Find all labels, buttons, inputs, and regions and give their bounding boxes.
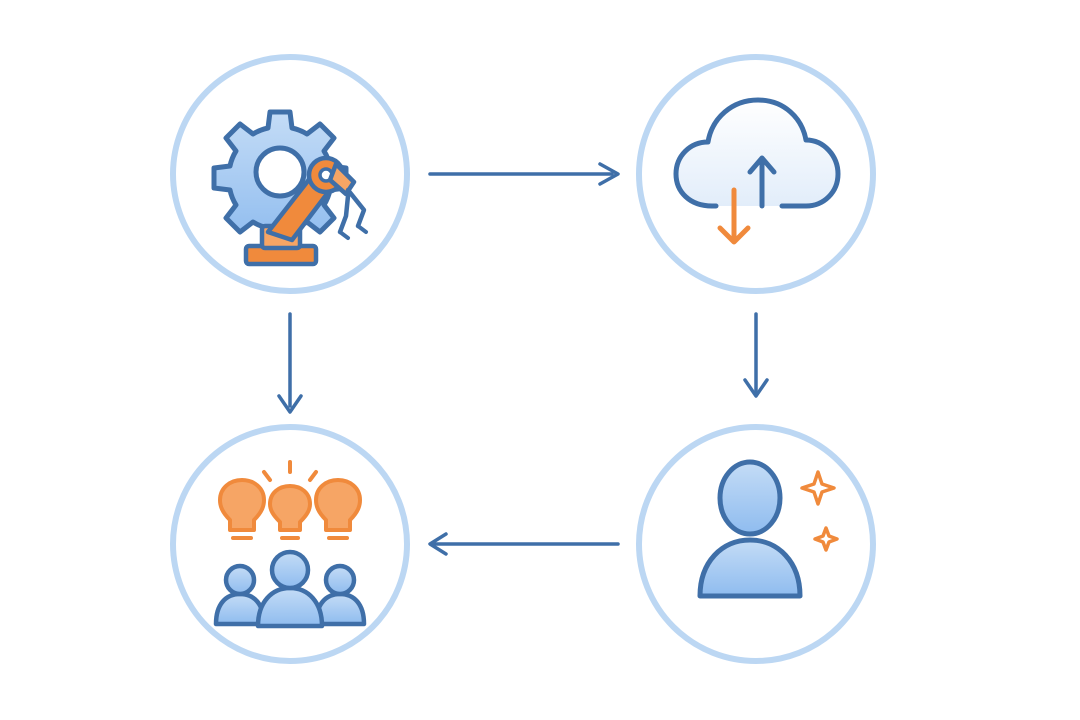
node-ideas: [170, 424, 410, 664]
node-automation: [170, 54, 410, 294]
user-sparkles-icon: [697, 459, 839, 599]
robot-arm-icon: [243, 155, 368, 267]
cloud-icon: [673, 97, 841, 209]
lightbulb-icon: [314, 478, 362, 540]
download-arrow-icon: [717, 187, 751, 245]
light-rays-icon: [262, 460, 318, 482]
upload-arrow-icon: [747, 155, 777, 209]
edges: [277, 162, 769, 556]
arrow-automation-to-cloud: [428, 162, 620, 186]
cloud-sync-icon: [673, 97, 841, 245]
node-cloud: [636, 54, 876, 294]
gear-robot-arm-icon: [211, 109, 368, 267]
team-ideas-icon: [213, 460, 367, 629]
sparkle-icon: [800, 470, 839, 552]
arrow-cloud-to-user: [743, 312, 769, 398]
user-icon: [697, 459, 803, 599]
node-user: [636, 424, 876, 664]
arrow-automation-to-ideas: [277, 312, 303, 414]
arrow-user-to-ideas: [428, 532, 620, 556]
team-people-icon: [213, 549, 367, 629]
lightbulb-icon: [218, 478, 266, 540]
lightbulb-icon: [268, 484, 312, 540]
